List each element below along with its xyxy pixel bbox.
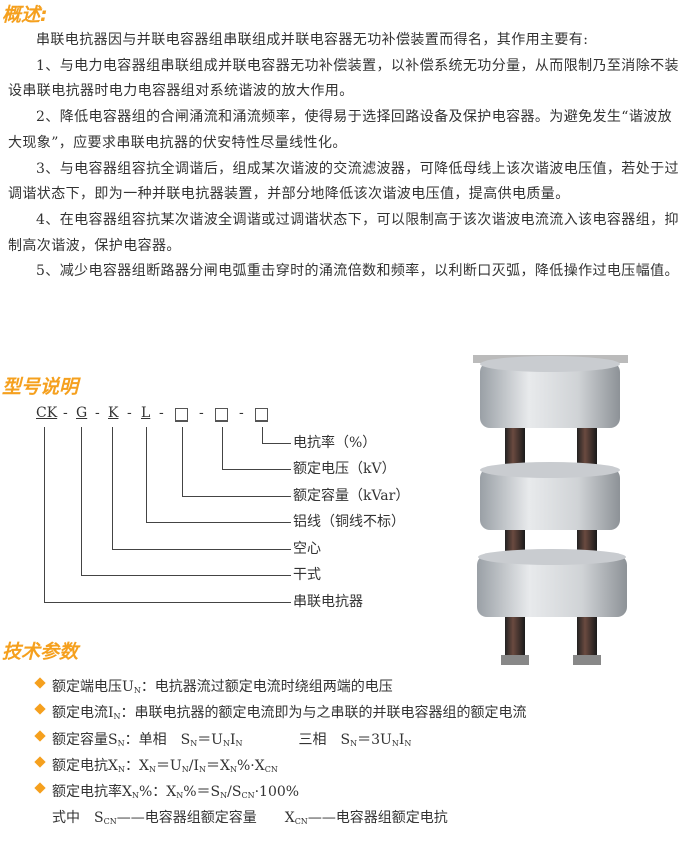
model-code-diagram: CK - G - K - L - - - 电抗率（%） 额定电压（kV） 额定容…: [0, 395, 450, 615]
code-k: K: [108, 405, 119, 421]
param-text: ＝U: [155, 758, 182, 774]
subscript: CN: [264, 765, 278, 774]
code-ck: CK: [36, 405, 58, 421]
overview-heading: 概述:: [2, 4, 48, 26]
dash: -: [239, 405, 244, 421]
paragraph: 串联电抗器因与并联电容器组串联组成并联电容器无功补偿装置而得名，其作用主要有:: [36, 32, 589, 48]
param-text: ：X: [124, 758, 149, 774]
param-text: 额定端电压U: [52, 679, 134, 695]
param-text: ·100%: [254, 784, 300, 800]
dash: -: [63, 405, 68, 421]
code-capacity-box: [175, 408, 188, 422]
reactor-photo: [473, 355, 628, 665]
param-text: ——电容器组额定容量 X: [116, 810, 295, 826]
paragraph: 1、与电力电容器组串联组成并联电容器无功补偿装置，以补偿系统无功分量，从而限制乃…: [8, 57, 679, 100]
param-text: /S: [227, 784, 242, 800]
dash: -: [159, 405, 164, 421]
diamond-bullet-icon: [34, 703, 46, 715]
param-text: /I: [188, 758, 199, 774]
leader-line: [182, 427, 291, 497]
subscript: CN: [294, 817, 308, 826]
subscript: N: [235, 739, 243, 748]
param-text: 式中 S: [52, 810, 104, 826]
param-text: %·X: [236, 758, 265, 774]
insulators: [501, 425, 601, 665]
dash: -: [127, 405, 132, 421]
param-text: %＝S: [183, 784, 221, 800]
label-series-reactor: 串联电抗器: [293, 594, 363, 610]
subscript: N: [176, 791, 184, 800]
label-rated-capacity: 额定容量（kVar）: [293, 488, 410, 504]
leader-line: [222, 427, 291, 470]
subscript: N: [199, 765, 206, 774]
paragraph: 3、与电容器组容抗全调谐后，组成某次谐波的交流滤波器，可降低母线上该次谐波电压值…: [8, 160, 679, 203]
diamond-bullet-icon: [34, 730, 46, 742]
paragraph: 2、降低电容器组的合闸涌流和涌流频率，使得易于选择回路设备及保护电容器。为避免发…: [8, 109, 673, 151]
paragraph: 4、在电容器组容抗某次谐波全调谐或过调谐状态下，可以限制高于该次谐波电流流入该电…: [8, 211, 679, 254]
param-item: 额定电抗XN：XN＝UN/IN＝XN%·XCN: [34, 755, 278, 775]
subscript: N: [117, 739, 125, 748]
diamond-bullet-icon: [34, 782, 46, 794]
leader-line: [146, 427, 291, 523]
subscript: N: [223, 739, 230, 748]
label-rated-voltage: 额定电压（kV）: [293, 461, 396, 477]
label-dry-type: 干式: [293, 567, 321, 583]
subscript: CN: [103, 817, 117, 826]
param-text: 额定容量S: [52, 732, 118, 748]
param-text: ：串联电抗器的额定电流即为与之串联的并联电容器组的额定电流: [120, 705, 527, 721]
model-heading: 型号说明: [2, 376, 79, 398]
code-l: L: [141, 405, 151, 421]
subscript: N: [229, 765, 237, 774]
subscript: N: [190, 739, 198, 748]
subscript: N: [391, 739, 399, 748]
diamond-bullet-icon: [34, 756, 46, 768]
subscript: N: [148, 765, 156, 774]
code-reactance-box: [255, 408, 268, 422]
subscript: N: [113, 712, 121, 721]
param-text: %：X: [138, 784, 177, 800]
leader-line: [262, 427, 291, 444]
param-text: ：电抗器流过额定电流时绕组两端的电压: [140, 679, 393, 695]
label-air-core: 空心: [293, 541, 321, 557]
leader-line: [112, 427, 291, 550]
param-text: ——电容器组额定电抗: [307, 810, 448, 826]
param-item: 额定电流IN：串联电抗器的额定电流即为与之串联的并联电容器组的额定电流: [34, 702, 527, 722]
diamond-bullet-icon: [34, 677, 46, 689]
param-item: 额定容量SN：单相 SN＝UNIN 三相 SN＝3UNIN: [34, 729, 412, 749]
param-text: I: [230, 732, 236, 748]
subscript: N: [220, 791, 228, 800]
label-aluminum-wire: 铝线（铜线不标）: [293, 514, 405, 530]
subscript: N: [181, 765, 189, 774]
subscript: N: [133, 686, 141, 695]
param-text: 额定电抗率X: [52, 784, 132, 800]
leader-line: [81, 427, 291, 576]
subscript: N: [350, 739, 358, 748]
param-text: ＝3U: [357, 732, 392, 748]
overview-text: 串联电抗器因与并联电容器组串联组成并联电容器无功补偿装置而得名，其作用主要有: …: [8, 28, 680, 285]
param-text: I: [398, 732, 405, 748]
subscript: N: [404, 739, 412, 748]
param-text: ：单相 S: [124, 732, 191, 748]
dash: -: [95, 405, 100, 421]
params-heading: 技术参数: [2, 641, 79, 663]
param-note: 式中 SCN——电容器组额定容量 XCN——电容器组额定电抗: [52, 807, 448, 827]
subscript: N: [117, 765, 125, 774]
param-item: 额定电抗率XN%：XN%＝SN/SCN·100%: [34, 781, 300, 801]
paragraph: 5、减少电容器组断路器分闸电弧重击穿时的涌流倍数和频率，以利断口灭弧，降低操作过…: [36, 263, 679, 280]
param-text: 额定电流I: [52, 705, 114, 721]
param-text: ＝U: [197, 732, 223, 748]
subscript: CN: [241, 791, 255, 800]
param-item: 额定端电压UN：电抗器流过额定电流时绕组两端的电压: [34, 676, 393, 696]
param-text: 三相 S: [242, 732, 351, 748]
leader-line: [44, 427, 291, 603]
code-voltage-box: [215, 408, 228, 422]
param-text: ＝X: [206, 758, 230, 774]
code-g: G: [76, 405, 88, 421]
coils: [473, 355, 628, 617]
dash: -: [199, 405, 204, 421]
label-reactance-rate: 电抗率（%）: [293, 435, 377, 451]
param-text: 额定电抗X: [52, 758, 118, 774]
subscript: N: [131, 791, 139, 800]
